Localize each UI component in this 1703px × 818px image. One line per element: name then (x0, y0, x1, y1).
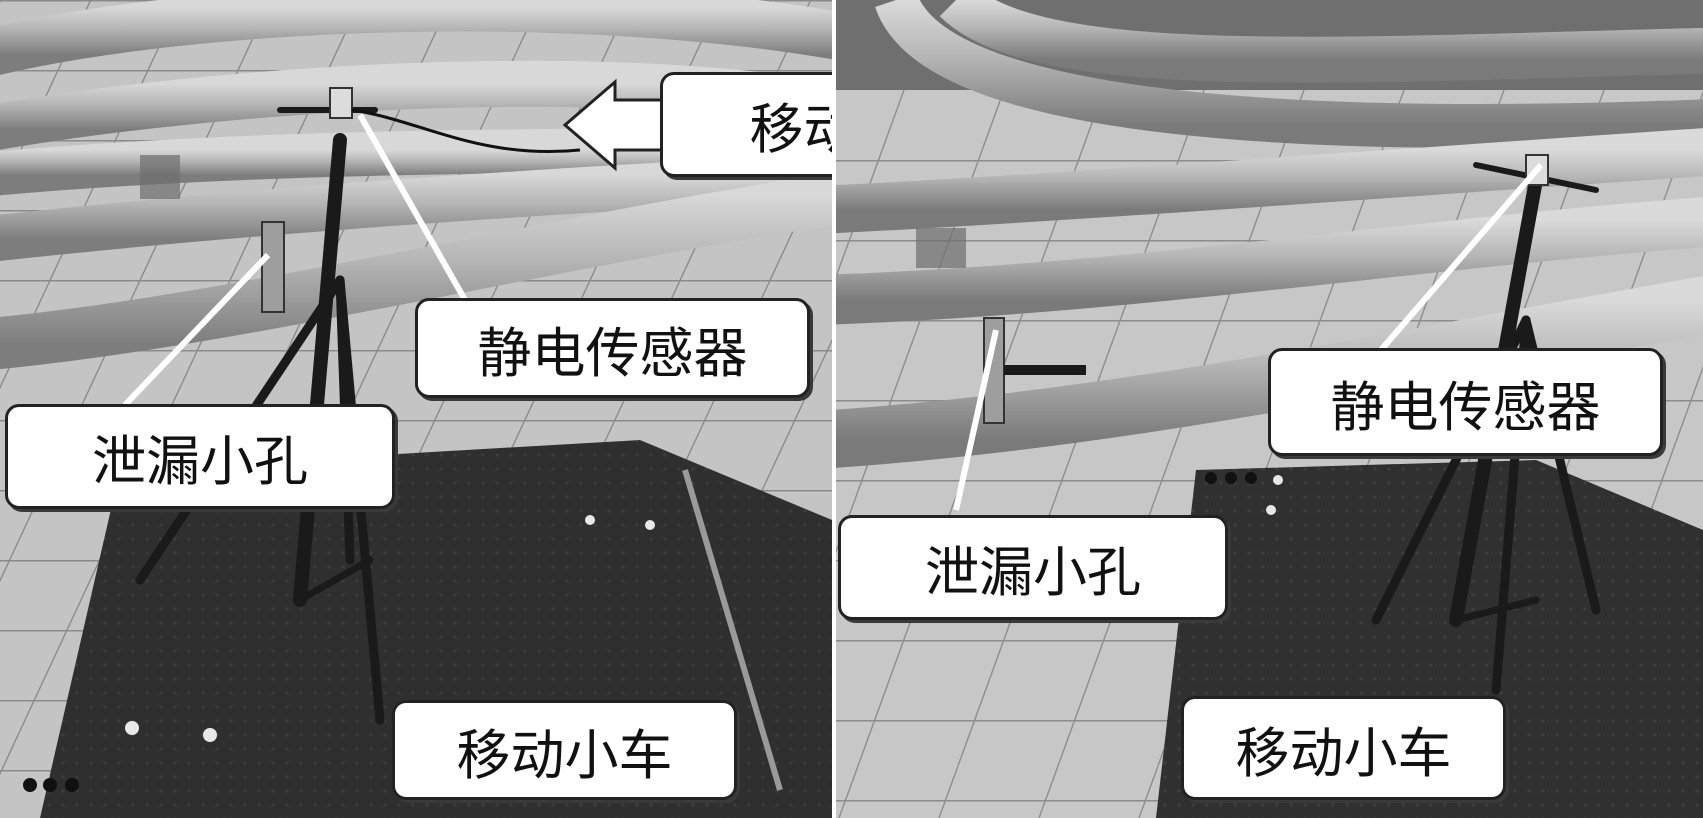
leak-leader-line (122, 252, 271, 408)
direction-label: 移动方向 (660, 72, 832, 177)
left-photo-panel: 移动方向 静电传感器 泄漏小孔 移动小车 (0, 0, 832, 818)
right-photo-panel: 静电传感器 泄漏小孔 移动小车 (836, 0, 1703, 818)
leak-hole-label-right: 泄漏小孔 (838, 515, 1228, 620)
cart-holes (1266, 475, 1283, 515)
sensor-cable (351, 108, 581, 154)
cart-label-left: 移动小车 (392, 700, 737, 800)
sensor-label-right: 静电传感器 (1268, 348, 1663, 456)
guide-rod (682, 469, 783, 791)
leak-hole-label-left: 泄漏小孔 (5, 404, 395, 509)
cart-holes (125, 515, 655, 742)
sensor-label-left: 静电传感器 (415, 298, 810, 398)
panel-divider (832, 0, 836, 818)
pipes (0, 0, 832, 370)
cart-dark-holes (1205, 472, 1257, 484)
sensor-head (329, 87, 353, 119)
cart-label-right: 移动小车 (1181, 696, 1506, 800)
leak-valve (261, 221, 285, 313)
sensor-leader-line (1378, 163, 1544, 352)
leak-leader-line (953, 329, 999, 511)
cart-dark-holes (23, 778, 79, 792)
sensor-leader-line (357, 113, 468, 302)
